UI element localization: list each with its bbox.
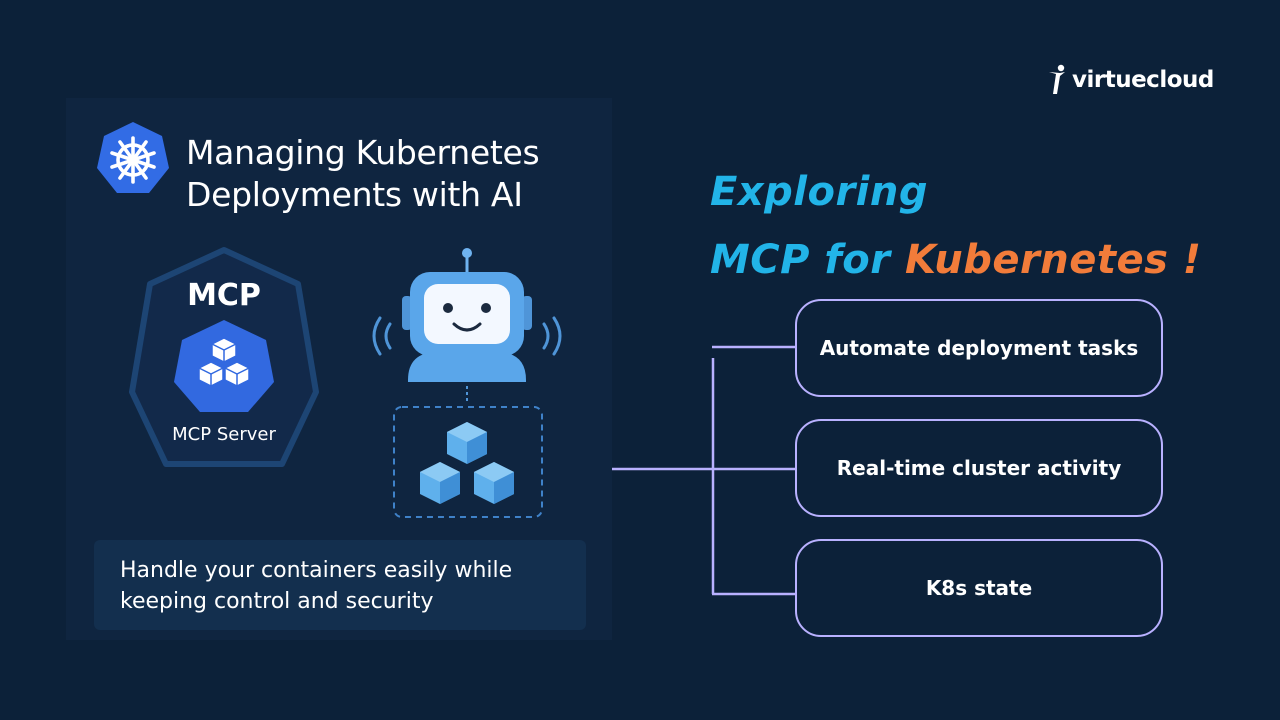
signal-waves-icon	[372, 316, 562, 356]
feature-automate-deployment: Automate deployment tasks	[795, 299, 1163, 397]
robot-icon	[372, 248, 562, 518]
mcp-server-label: MCP Server	[172, 424, 276, 445]
headline: Exploring MCP for Kubernetes !	[710, 158, 1250, 294]
brand-name: virtuecloud	[1072, 67, 1214, 93]
kubernetes-helm-icon	[97, 122, 169, 193]
card-title-line-2: Deployments with AI	[186, 175, 523, 214]
brand-logo: virtuecloud	[1046, 62, 1216, 98]
headline-line-1: Exploring	[710, 169, 928, 215]
cluster-cubes-icon	[420, 422, 514, 504]
card-title: Managing Kubernetes Deployments with AI	[186, 132, 606, 216]
caption-box: Handle your containers easily while keep…	[94, 540, 586, 630]
mcp-label: MCP	[187, 278, 261, 313]
caption-line-2: keeping control and security	[120, 589, 434, 614]
feature-k8s-state: K8s state	[795, 539, 1163, 637]
feature-realtime-cluster: Real-time cluster activity	[795, 419, 1163, 517]
headline-line-2: MCP for Kubernetes !	[710, 226, 1250, 294]
headline-kubernetes: Kubernetes !	[904, 237, 1202, 283]
card-title-line-1: Managing Kubernetes	[186, 133, 540, 172]
virtuecloud-logo-icon	[1049, 64, 1065, 94]
connector-lines	[612, 345, 795, 596]
headline-mcp-for: MCP for	[710, 237, 905, 283]
caption-line-1: Handle your containers easily while	[120, 558, 513, 583]
cubes-icon	[198, 337, 250, 387]
mcp-hexagon-icon	[129, 247, 319, 467]
